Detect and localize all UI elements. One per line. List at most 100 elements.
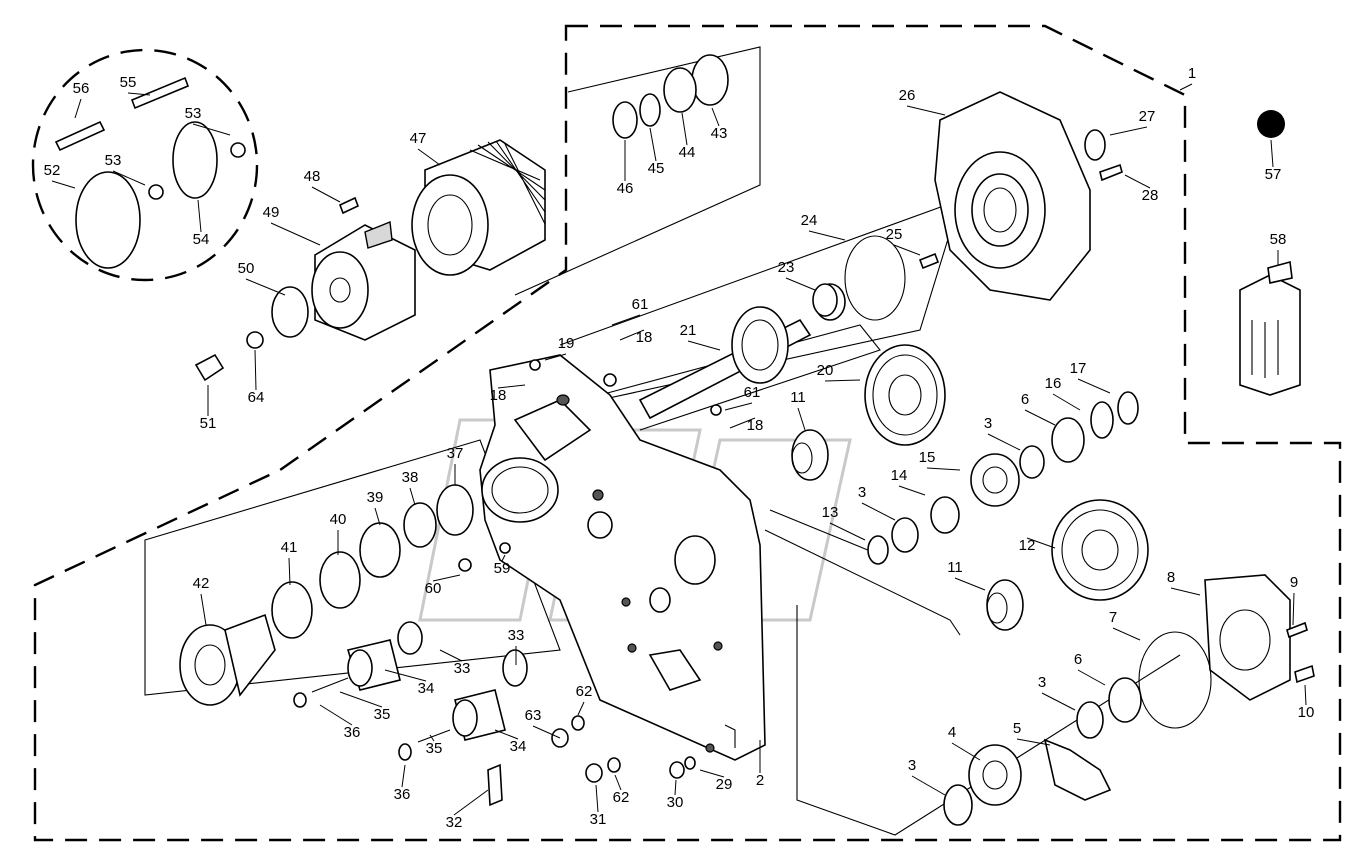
callout-11: 11: [790, 389, 806, 406]
gear-15: [970, 453, 1020, 507]
callout-leader-3: [1041, 692, 1076, 711]
end-cover-26: [934, 91, 1091, 301]
callout-leader-25: [893, 244, 921, 256]
callout-leader-33: [439, 649, 463, 662]
callout-18: 18: [747, 417, 764, 434]
callout-34: 34: [418, 680, 435, 697]
callout-36: 36: [344, 724, 361, 741]
callout-leader-11: [797, 407, 806, 431]
callout-leader-15: [926, 467, 961, 471]
cover-8: [1204, 574, 1291, 701]
callout-18: 18: [490, 387, 507, 404]
callout-leader-42: [200, 593, 207, 626]
callout-10: 10: [1298, 704, 1315, 721]
callout-24: 24: [801, 212, 818, 229]
callout-21: 21: [680, 322, 697, 339]
callout-leader-17: [1077, 378, 1111, 394]
gearbox-housing: [479, 354, 766, 761]
output-flange-42: [179, 613, 276, 706]
callout-12: 12: [1019, 537, 1036, 554]
bearings-seals: [75, 54, 1212, 826]
callout-leader-3: [861, 502, 896, 521]
callout-53: 53: [105, 152, 122, 169]
callout-13: 13: [822, 504, 839, 521]
callout-leader-18: [497, 384, 526, 389]
small-hardware: [54, 76, 1315, 807]
callout-leader-49: [270, 222, 321, 246]
callout-leader-30: [674, 779, 677, 796]
callout-leader-18: [729, 417, 756, 429]
callout-63: 63: [525, 707, 542, 724]
callout-11: 11: [947, 559, 963, 576]
callout-leader-61: [724, 402, 753, 411]
callout-leader-31: [595, 784, 599, 813]
callout-leader-26: [906, 105, 946, 116]
callout-6: 6: [1074, 651, 1082, 668]
callout-leader-39: [374, 507, 381, 526]
callout-3: 3: [858, 484, 866, 501]
callout-19: 19: [558, 335, 575, 352]
callout-9: 9: [1290, 574, 1298, 591]
callout-3: 3: [1038, 674, 1046, 691]
callout-47: 47: [410, 130, 427, 147]
callout-2: 2: [756, 772, 764, 789]
callout-37: 37: [447, 445, 464, 462]
callout-49: 49: [263, 204, 280, 221]
gear-20: [864, 344, 946, 446]
callout-51: 51: [200, 415, 217, 432]
callout-leader-61: [611, 314, 641, 326]
callout-62: 62: [613, 789, 630, 806]
callout-35: 35: [374, 706, 391, 723]
callout-3: 3: [908, 757, 916, 774]
oil-canister-58: [1239, 260, 1301, 396]
callout-44: 44: [679, 144, 696, 161]
callout-leader-64: [254, 349, 257, 391]
marker-dot-57: [1257, 110, 1285, 138]
callout-leader-50: [245, 278, 286, 296]
callout-leader-36: [401, 764, 406, 788]
callout-38: 38: [402, 469, 419, 486]
callout-36: 36: [394, 786, 411, 803]
drum-47: [411, 139, 546, 276]
callout-leader-35: [429, 734, 435, 742]
callout-leader-53: [192, 123, 231, 136]
callout-leader-47: [417, 148, 441, 166]
callout-leader-36: [319, 704, 353, 726]
callout-54: 54: [193, 231, 210, 248]
callout-leader-53: [112, 170, 146, 186]
callout-61: 61: [632, 296, 649, 313]
callout-leader-57: [1270, 139, 1274, 168]
callout-41: 41: [281, 539, 298, 556]
bracket-5: [1043, 738, 1112, 801]
callout-5: 5: [1013, 720, 1021, 737]
callout-leader-48: [311, 186, 341, 203]
callout-18: 18: [636, 329, 653, 346]
callout-leader-54: [197, 199, 202, 233]
gear-12: [1051, 499, 1149, 601]
callout-16: 16: [1045, 375, 1062, 392]
callout-leader-43: [711, 107, 720, 127]
callout-20: 20: [817, 362, 834, 379]
callout-42: 42: [193, 575, 210, 592]
callout-46: 46: [617, 180, 634, 197]
callout-leader-35: [339, 691, 383, 708]
callout-leader-5: [1016, 738, 1051, 746]
callout-leader-28: [1124, 174, 1151, 189]
callout-17: 17: [1070, 360, 1087, 377]
callout-35: 35: [426, 740, 443, 757]
callout-leader-19: [544, 353, 567, 361]
callout-leader-63: [532, 725, 561, 739]
callout-leader-56: [74, 98, 82, 119]
callout-53: 53: [185, 105, 202, 122]
callout-1: 1: [1188, 65, 1196, 82]
pistons-34: [311, 639, 506, 743]
callout-leader-41: [288, 557, 291, 586]
callout-15: 15: [919, 449, 936, 466]
callout-leader-24: [808, 230, 846, 241]
callout-leader-4: [951, 742, 981, 761]
callout-leader-52: [51, 180, 76, 189]
callout-64: 64: [248, 389, 265, 406]
callout-28: 28: [1142, 187, 1159, 204]
